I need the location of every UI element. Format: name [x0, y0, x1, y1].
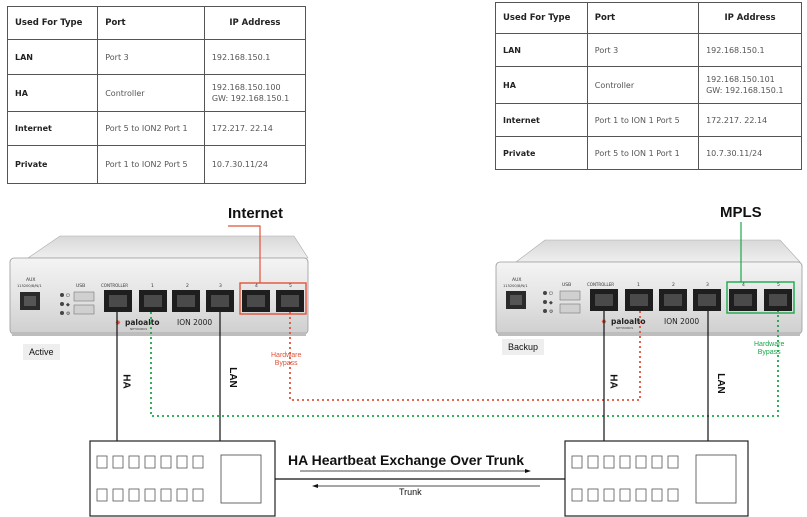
backup-status-badge: Backup — [502, 339, 545, 355]
usb-port — [559, 303, 581, 314]
row-ip: 172.217. 22.14 — [698, 103, 802, 137]
hardware-bypass-label-right-line1: Hardware — [754, 341, 785, 348]
brand-sub: NETWORKS — [616, 326, 633, 330]
row-type: Private — [6, 145, 99, 184]
lan-cable-label-left: LAN — [226, 367, 238, 388]
trunk-label: Trunk — [399, 487, 422, 497]
aux-label: AUX — [512, 277, 521, 283]
internet-label: Internet — [228, 205, 284, 222]
brand-logo: paloalto — [611, 317, 646, 326]
row-ip: 172.217. 22.14 — [203, 111, 307, 146]
aux-label: AUX — [26, 277, 35, 283]
row-type: LAN — [495, 33, 588, 67]
heartbeat-label: HA Heartbeat Exchange Over Trunk — [288, 452, 525, 468]
hardware-bypass-label-left-line2: Bypass — [274, 360, 298, 367]
switch-right — [564, 440, 749, 517]
port-number: 5 — [777, 282, 780, 288]
table-row: Private Port 5 to ION 1 Port 1 10.7.30.1… — [495, 136, 802, 170]
row-ip: 10.7.30.11/24 — [698, 136, 802, 170]
row-ip-line2: GW: 192.168.150.1 — [211, 94, 290, 103]
brand-sub: NETWORKS — [130, 327, 147, 331]
svg-text:⚙: ⚙ — [549, 309, 554, 315]
logo-mark-icon: ✸ — [115, 319, 121, 327]
table-row: Internet Port 1 to ION 1 Port 5 172.217.… — [495, 103, 802, 137]
left-ip-table: Used For Type Port IP Address LAN Port 3… — [6, 6, 307, 184]
row-type: Internet — [6, 111, 99, 146]
bypass-pair-box — [239, 282, 307, 315]
row-port: Port 1 to ION2 Port 5 — [97, 145, 205, 184]
ha-cable-label-left: HA — [120, 374, 132, 389]
port-number: 3 — [219, 283, 222, 289]
usb-port — [559, 290, 581, 301]
aux-sub-label: 115200/8/N/1 — [17, 284, 42, 288]
row-ip-line1: 192.168.150.100 — [211, 83, 281, 92]
row-ip: 10.7.30.11/24 — [203, 145, 307, 184]
row-ip: 192.168.150.1 — [203, 39, 307, 75]
port-number: 2 — [186, 283, 189, 289]
usb-label: USB — [562, 282, 571, 288]
row-ip-line1: 192.168.150.101 — [706, 75, 775, 84]
svg-text:◆: ◆ — [66, 302, 70, 308]
row-ip-line2: GW: 192.168.150.1 — [706, 86, 784, 95]
row-port: Port 3 — [97, 39, 205, 75]
controller-label: CONTROLLER — [587, 282, 614, 287]
ion-device-backup: AUX 115200/8/N/1 ⏻ ◆ ⚙ USB CONTROLLER 1 … — [495, 239, 803, 336]
switch-left — [89, 440, 276, 517]
table-row: LAN Port 3 192.168.150.1 — [6, 39, 307, 75]
svg-text:⏻: ⏻ — [549, 291, 553, 297]
model-label: ION 2000 — [177, 318, 212, 327]
table-row: Internet Port 5 to ION2 Port 1 172.217. … — [6, 111, 307, 146]
aux-sub-label: 115200/8/N/1 — [503, 284, 528, 288]
ion-device-active: AUX 115200/8/N/1 ⏻ ◆ ⚙ USB CONTROLLER 1 … — [9, 235, 309, 336]
hardware-bypass-label-left: Hardware Bypass — [271, 352, 301, 368]
brand-logo: paloalto — [125, 318, 160, 327]
usb-label: USB — [76, 283, 85, 289]
usb-port — [73, 291, 95, 302]
usb-port — [73, 304, 95, 315]
svg-text:◆: ◆ — [549, 300, 553, 306]
lan-cable-label-right: LAN — [714, 373, 726, 394]
hardware-bypass-label-right-line2: Bypass — [757, 349, 781, 356]
port-number: 3 — [706, 282, 709, 288]
col-header-ip: IP Address — [698, 2, 802, 34]
port-number: 1 — [637, 282, 640, 288]
ha-cable-label-right: HA — [607, 374, 619, 389]
svg-text:⚙: ⚙ — [66, 311, 71, 317]
port-number: 4 — [742, 282, 745, 288]
port-number: 5 — [289, 283, 292, 289]
row-ip: 192.168.150.1 — [698, 33, 802, 67]
right-ip-table: Used For Type Port IP Address LAN Port 3… — [495, 2, 802, 170]
hardware-bypass-label-left-line1: Hardware — [271, 352, 302, 359]
table-row: Private Port 1 to ION2 Port 5 10.7.30.11… — [6, 145, 307, 184]
row-port: Controller — [586, 66, 700, 104]
port-number: 1 — [151, 283, 154, 289]
mpls-label: MPLS — [720, 204, 762, 221]
internet-uplink-line — [228, 225, 261, 283]
row-port: Port 1 to ION 1 Port 5 — [586, 103, 700, 137]
table-row: LAN Port 3 192.168.150.1 — [495, 33, 802, 67]
bypass-pair-box — [726, 281, 795, 314]
row-type: Private — [495, 136, 588, 170]
row-port: Port 3 — [586, 33, 700, 67]
controller-label: CONTROLLER — [101, 283, 128, 288]
active-status-badge: Active — [23, 344, 60, 360]
model-label: ION 2000 — [664, 317, 699, 326]
hardware-bypass-label-right: Hardware Bypass — [754, 341, 784, 357]
row-port: Port 5 to ION 1 Port 1 — [586, 136, 700, 170]
port-number: 2 — [672, 282, 675, 288]
col-header-port: Port — [586, 2, 700, 34]
bypass-link-green — [150, 311, 779, 417]
port-number: 4 — [255, 283, 258, 289]
svg-text:⏻: ⏻ — [66, 293, 70, 299]
